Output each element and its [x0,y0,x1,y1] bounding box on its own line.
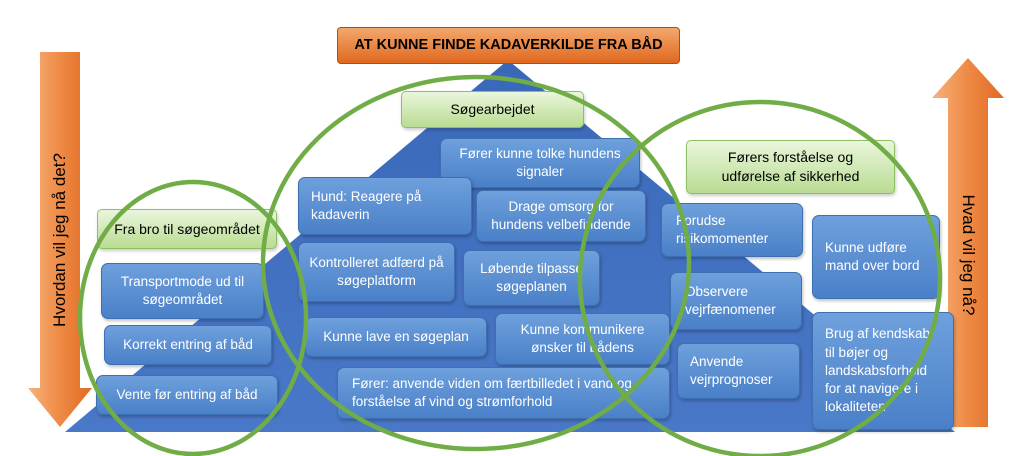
right-arrow-label: Hvad vil jeg nå? [959,194,978,316]
box-hund-reagere: Hund: Reagere på kadaverin [298,177,472,235]
group-label-search-work: Søgearbejdet [401,91,584,128]
box-observere: Observere vejrfænomener [670,272,802,330]
box-kommunikere: Kunne kommunikere ønsker til bådens [495,313,670,365]
diagram-title: AT KUNNE FINDE KADAVERKILDE FRA BÅD [337,27,680,64]
left-arrow-label: Hvordan vil jeg nå det? [50,153,69,327]
box-kendskab: Brug af kendskab til bøjer og landskabsf… [812,312,954,430]
group-label-safety: Førers forståelse og udførelse af sikker… [686,140,895,194]
box-transportmode: Transportmode ud til søgeområdet [101,263,264,319]
group-label-transport: Fra bro til søgeområdet [97,209,277,249]
box-forer-anvende: Fører: anvende viden om færtbilledet i v… [337,367,670,419]
box-forudse: Forudse risikomomenter [661,203,803,257]
box-mand-over-bord: Kunne udføre mand over bord [812,215,940,299]
box-lobende: Løbende tilpasse søgeplanen [463,250,600,306]
box-anvende-vejr: Anvende vejrprognoser [677,343,800,399]
box-korrekt: Korrekt entring af båd [104,325,272,365]
box-kunne-lave: Kunne lave en søgeplan [305,317,487,357]
down-arrow [28,52,92,427]
box-drage-omsorg: Drage omsorg for hundens velbefindende [476,190,646,242]
box-vente: Vente før entring af båd [96,375,278,415]
box-kontrolleret: Kontrolleret adfærd på søgeplatform [298,242,455,302]
